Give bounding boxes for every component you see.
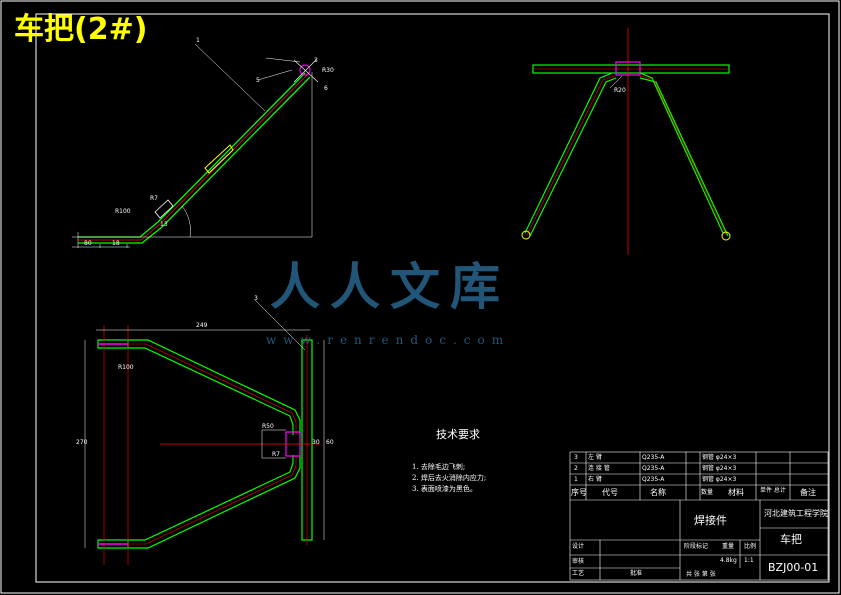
dim-r100-top: R100 — [118, 364, 134, 371]
dim-6: 6 — [324, 85, 328, 92]
watermark-url: www.renrendoc.com — [266, 333, 511, 347]
header-no: 序号 — [571, 488, 587, 497]
dim-249: 249 — [196, 322, 208, 329]
bom-material: 钢管 φ24×3 — [702, 454, 737, 461]
bom-name: 右 臂 — [588, 476, 602, 483]
dim-80: 80 — [84, 240, 92, 247]
label-weight: 重量 — [722, 543, 735, 550]
dim-r30-side: R30 — [322, 67, 334, 74]
part-name: 车把 — [780, 533, 802, 546]
drawing-title: 车把(2#) — [14, 12, 148, 47]
dim-13: 13 — [160, 221, 168, 228]
label-design: 设计 — [572, 543, 585, 550]
bom-name: 连 接 管 — [588, 465, 610, 472]
bom-name: 左 臂 — [588, 454, 602, 461]
header-material: 材料 — [728, 488, 744, 497]
dim-r7-side: R7 — [150, 195, 158, 202]
assembly-name: 焊接件 — [694, 514, 727, 527]
bom-no: 3 — [574, 454, 578, 461]
bom-material: 钢管 φ24×3 — [702, 476, 737, 483]
label-approve: 批准 — [630, 570, 643, 577]
school-name: 河北建筑工程学院 — [764, 509, 828, 518]
tech-item: 1. 去除毛边飞刺; — [412, 463, 466, 471]
drawing-code: BZJ00-01 — [768, 561, 819, 574]
bom-material: 钢管 φ24×3 — [702, 465, 737, 472]
label-scale: 比例 — [744, 543, 757, 550]
header-code: 代号 — [602, 488, 618, 497]
header-weight: 单件 总计 — [760, 487, 786, 494]
tech-requirements-heading: 技术要求 — [436, 428, 480, 441]
label-check: 审核 — [572, 558, 585, 565]
scale-value: 1:1 — [744, 557, 754, 564]
bom-standard: Q235-A — [642, 454, 665, 461]
side-part-no: 1 — [196, 37, 200, 44]
tech-item: 2. 焊后去火消除内应力; — [412, 474, 487, 482]
tech-requirements-list: 1. 去除毛边飞刺; 2. 焊后去火消除内应力; 3. 表面喷漆为黑色。 — [412, 462, 486, 495]
dim-270: 270 — [76, 439, 88, 446]
dim-r50: R50 — [262, 423, 274, 430]
dim-r100-side: R100 — [115, 208, 131, 215]
title-block — [569, 451, 829, 581]
bom-no: 2 — [574, 465, 578, 472]
dim-30: 30 — [312, 439, 320, 446]
top-part-no: 3 — [254, 295, 258, 302]
label-sheets: 共 张 第 张 — [686, 571, 716, 578]
bom-no: 1 — [574, 476, 578, 483]
bom-standard: Q235-A — [642, 465, 665, 472]
dim-r20: R20 — [614, 87, 626, 94]
top-view — [84, 299, 325, 565]
header-remark: 备注 — [800, 488, 816, 497]
tech-item: 3. 表面喷漆为黑色。 — [412, 485, 477, 493]
dim-18: 18 — [112, 240, 120, 247]
weight-value: 4.8kg — [720, 557, 737, 564]
header-qty: 数量 — [701, 489, 714, 496]
watermark-text: 人人文库 — [270, 257, 510, 316]
dim-5: 5 — [256, 77, 260, 84]
label-process: 工艺 — [572, 570, 585, 577]
header-name: 名称 — [650, 488, 666, 497]
dim-3: 3 — [314, 57, 318, 64]
inner-frame — [35, 13, 830, 583]
bom-standard: Q235-A — [642, 476, 665, 483]
side-view — [72, 43, 319, 248]
dim-60: 60 — [326, 439, 334, 446]
label-stage: 阶段标记 — [684, 543, 709, 550]
dim-r7-top: R7 — [272, 451, 280, 458]
front-view — [521, 28, 731, 255]
